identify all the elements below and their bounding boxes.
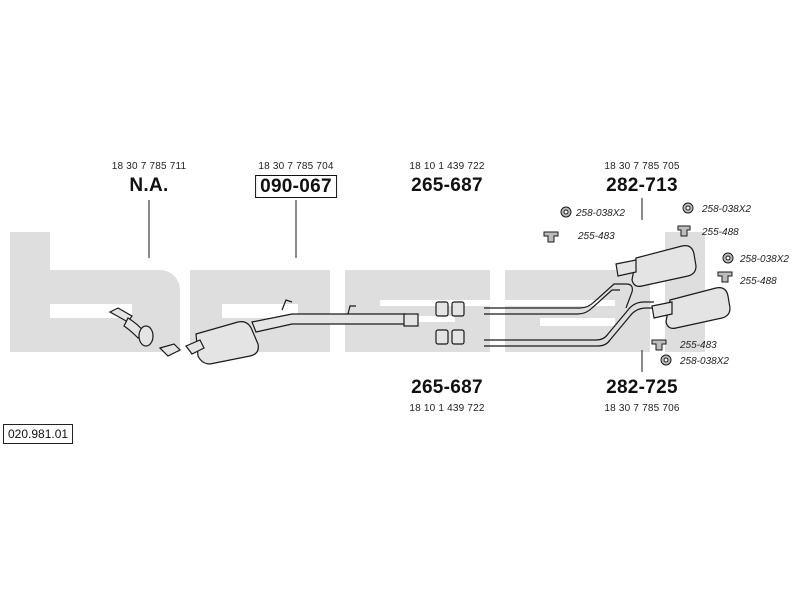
oem-number-rear-upper: 18 30 7 785 705 bbox=[604, 161, 680, 172]
part-number-catalyst: 090-067 bbox=[255, 175, 337, 198]
part-number-gasket-upper: 265-687 bbox=[411, 175, 483, 196]
rear-pipes bbox=[484, 283, 654, 347]
front-flex-pipe bbox=[108, 307, 182, 357]
accessory-label-4: 255-488 bbox=[702, 227, 739, 238]
oem-number-gasket-lower: 18 10 1 439 722 bbox=[409, 403, 485, 414]
diagram-code-box: 020.981.01 bbox=[3, 424, 74, 444]
rubber-mount-icon bbox=[560, 206, 572, 218]
rubber-mount-icon bbox=[722, 252, 734, 264]
accessory-label-3: 258-038X2 bbox=[702, 204, 751, 215]
accessory-label-5: 258-038X2 bbox=[740, 254, 789, 265]
part-number-gasket-lower: 265-687 bbox=[411, 377, 483, 398]
clamp-icon bbox=[717, 271, 733, 283]
oem-number-flex-front: 18 30 7 785 711 bbox=[111, 161, 187, 172]
oem-number-gasket-upper: 18 10 1 439 722 bbox=[409, 161, 485, 172]
clamp-icon bbox=[651, 339, 667, 351]
accessory-label-8: 258-038X2 bbox=[680, 356, 729, 367]
rear-mufflers bbox=[615, 245, 731, 329]
accessory-label-2: 255-483 bbox=[578, 231, 615, 242]
oem-number-catalyst: 18 30 7 785 704 bbox=[258, 161, 334, 172]
part-number-flex-front: N.A. bbox=[129, 175, 169, 196]
clamp-icon bbox=[543, 231, 559, 243]
part-number-rear-lower: 282-725 bbox=[606, 377, 678, 398]
accessory-label-6: 255-488 bbox=[740, 276, 777, 287]
rubber-mount-icon bbox=[660, 354, 672, 366]
gasket-parts bbox=[435, 301, 465, 345]
catalyst-assembly bbox=[185, 299, 419, 365]
clamp-icon bbox=[677, 225, 691, 237]
accessory-label-7: 255-483 bbox=[680, 340, 717, 351]
leader-lines bbox=[148, 198, 643, 372]
accessory-label-1: 258-038X2 bbox=[576, 208, 625, 219]
rubber-mount-icon bbox=[682, 202, 694, 214]
oem-number-rear-lower: 18 30 7 785 706 bbox=[604, 403, 680, 414]
part-number-rear-upper: 282-713 bbox=[606, 175, 678, 196]
